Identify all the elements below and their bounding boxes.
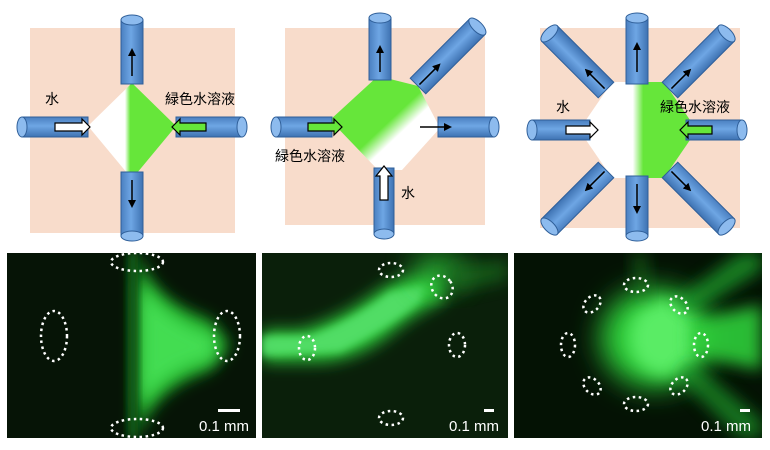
- inlet-pipe-green: [271, 117, 342, 137]
- scale-bar: [484, 409, 494, 412]
- label-green-solution: 緑色水溶液: [275, 148, 345, 165]
- scale-label: 0.1 mm: [199, 418, 249, 435]
- label-water: 水: [556, 100, 570, 116]
- outlet-pipe-bottom: [121, 172, 143, 241]
- outlet-pipe-bottom: [626, 176, 648, 241]
- scale-label: 0.1 mm: [449, 418, 499, 435]
- scale-bar: [740, 409, 750, 412]
- inlet-pipe-water: [17, 117, 90, 137]
- scale-bar: [218, 409, 240, 412]
- label-green-solution: 緑色水溶液: [165, 91, 235, 108]
- outlet-pipe-top: [626, 13, 648, 84]
- label-water: 水: [45, 92, 59, 108]
- diagram-panel-1: 水 緑色水溶液: [17, 15, 247, 241]
- scale-label: 0.1 mm: [701, 418, 751, 435]
- outlet-pipe-top: [121, 15, 143, 84]
- micrograph-panel-3: 0.1 mm: [514, 253, 762, 438]
- diagram-panel-3: 水 緑色水溶液: [527, 13, 747, 241]
- label-green-solution: 緑色水溶液: [660, 99, 730, 116]
- label-water: 水: [401, 186, 415, 202]
- micrograph-panel-1: 0.1 mm: [7, 253, 256, 438]
- inlet-pipe-green: [172, 117, 247, 137]
- inlet-pipe-green: [680, 120, 747, 140]
- diagram-panel-2: 緑色水溶液 水: [271, 13, 499, 239]
- inlet-pipe-water: [374, 166, 394, 239]
- outlet-pipe-top: [369, 13, 391, 80]
- micrograph-panel-2: 0.1 mm: [262, 253, 508, 438]
- inlet-pipe-water: [527, 120, 598, 140]
